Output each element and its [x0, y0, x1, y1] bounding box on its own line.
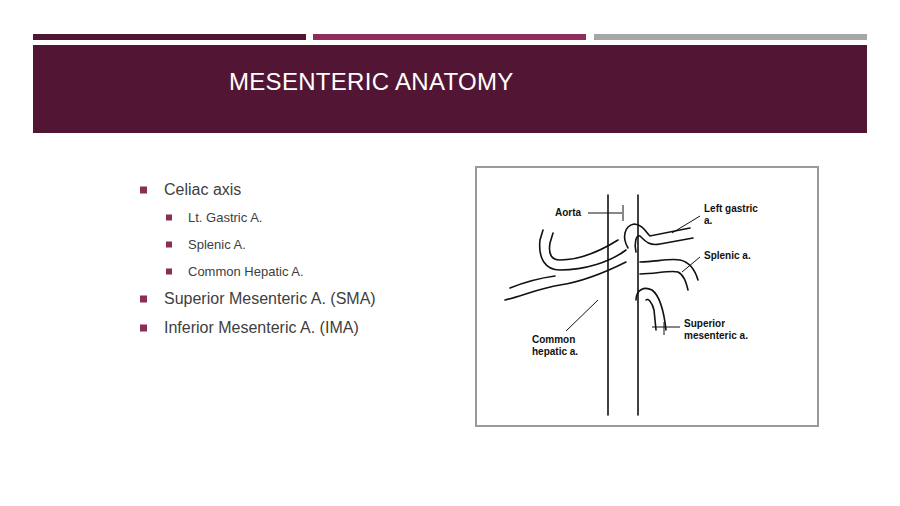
top-stripe [313, 34, 586, 40]
bullet-square [140, 296, 147, 303]
bullet-text: Celiac axis [164, 181, 241, 199]
bullet-square [166, 242, 172, 248]
vessel-label: Common hepatic a. [532, 334, 594, 358]
bullet-square [166, 215, 172, 221]
bullet-text: Superior Mesenteric A. (SMA) [164, 290, 376, 308]
artery-drawing [505, 195, 698, 415]
vessel-label: Superior mesenteric a. [684, 318, 756, 342]
bullet-square [140, 187, 147, 194]
top-stripe [33, 34, 306, 40]
leader-lines [566, 205, 700, 335]
vessel-label: Splenic a. [704, 250, 764, 262]
vessel-label: Left gastric a. [704, 203, 760, 227]
figure-frame [476, 167, 818, 426]
bullet-text: Lt. Gastric A. [188, 210, 262, 225]
bullet-square [166, 269, 172, 275]
bullet-text: Common Hepatic A. [188, 264, 304, 279]
bullet-square [140, 325, 147, 332]
slide-title: MESENTERIC ANATOMY [229, 68, 514, 96]
vessel-label: Aorta [555, 207, 595, 219]
bullet-text: Inferior Mesenteric A. (IMA) [164, 319, 359, 337]
bullet-text: Splenic A. [188, 237, 246, 252]
title-bar [33, 45, 867, 133]
top-stripe [594, 34, 867, 40]
